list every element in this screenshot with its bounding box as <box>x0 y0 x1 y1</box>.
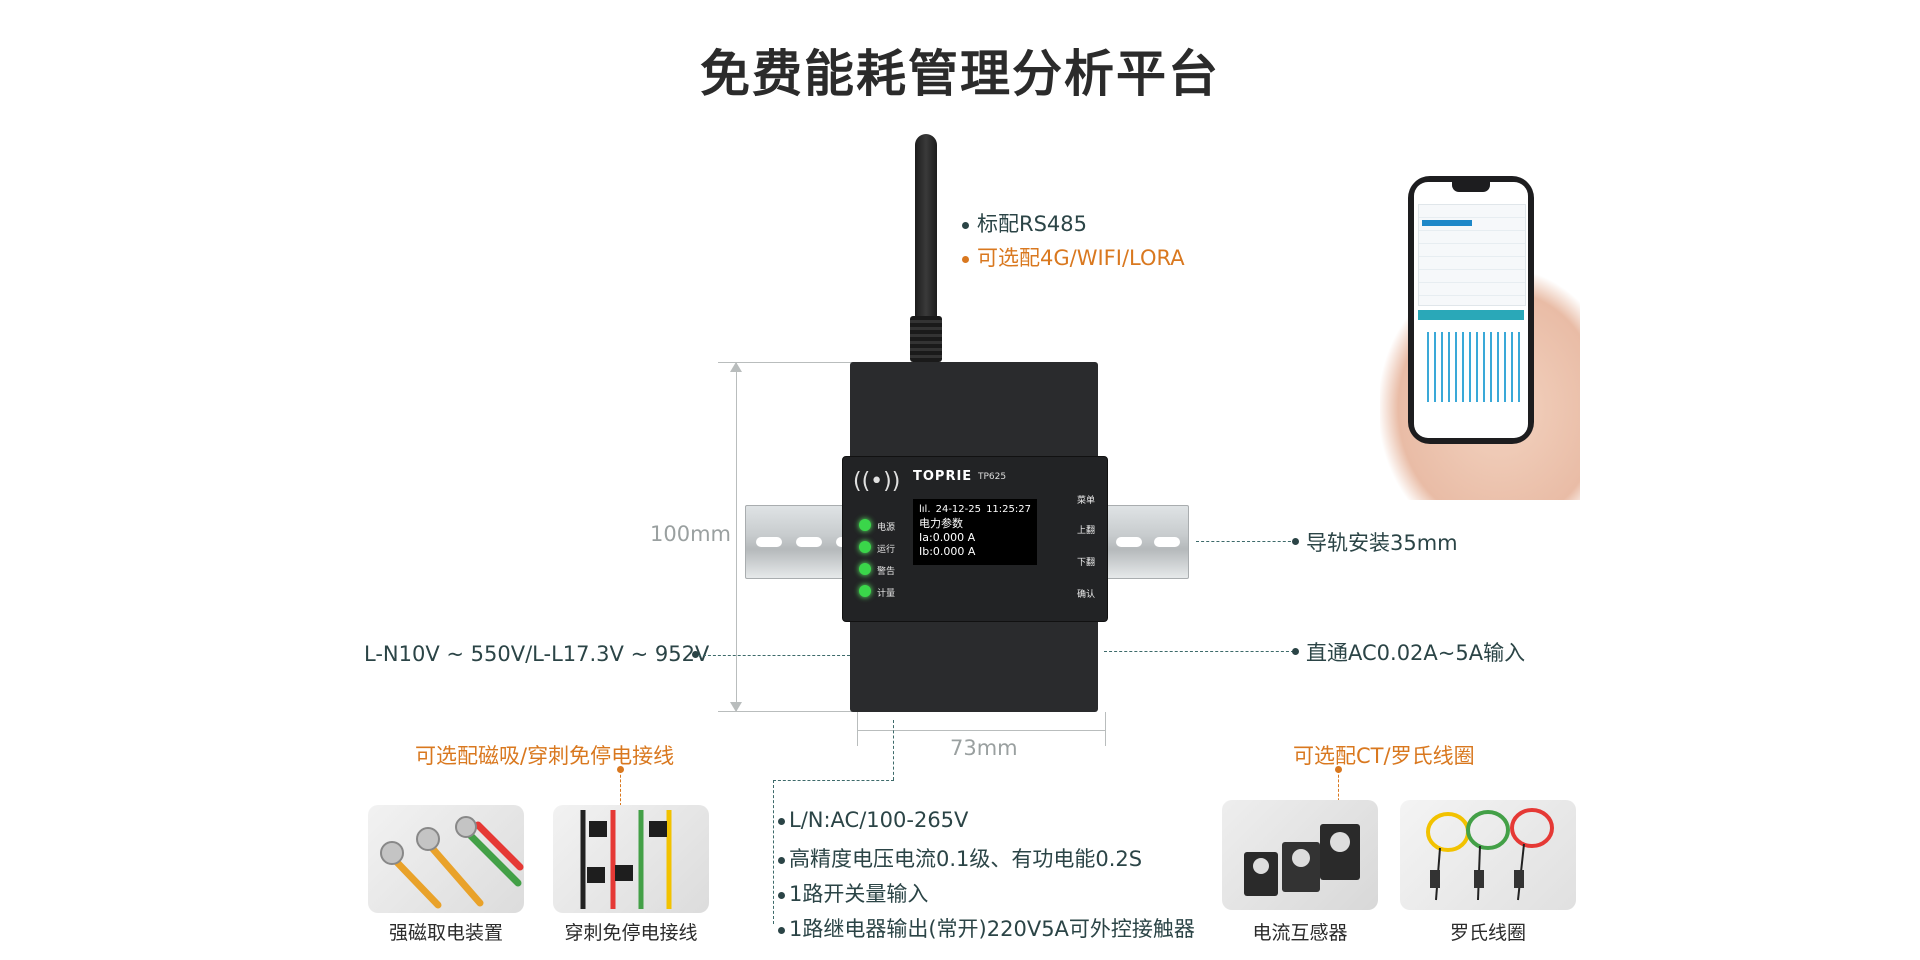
rail-label: 导轨安装35mm <box>1306 531 1458 555</box>
width-dim-right-tick <box>1105 712 1106 746</box>
bullet-dot <box>778 856 785 864</box>
right-option-caption-2: 罗氏线圈 <box>1449 922 1526 944</box>
spec-item: 1路开关量输入 <box>778 878 1195 913</box>
bullet-dot <box>962 221 969 229</box>
antenna <box>915 134 937 330</box>
right-option-leader <box>1338 770 1339 806</box>
height-dim-bottom-tick <box>718 711 858 712</box>
led-run-label: 运行 <box>877 545 896 555</box>
wireless-text: 可选配4G/WIFI/LORA <box>977 246 1185 270</box>
spec-text: 1路继电器输出(常开)220V5A可外控接触器 <box>789 917 1195 941</box>
height-dim-top-tick <box>718 362 858 363</box>
led-power <box>859 519 871 531</box>
leader-dot <box>692 651 699 658</box>
left-option-leader <box>620 770 621 806</box>
voltage-leader-line <box>698 655 850 656</box>
led-alarm-label: 警告 <box>877 567 896 577</box>
led-alarm <box>859 563 871 575</box>
arrow-up-icon <box>730 362 742 372</box>
antenna-base <box>910 316 942 362</box>
bullet-dot <box>778 926 785 934</box>
leader-dot <box>1292 538 1299 545</box>
model-label: TP625 <box>978 472 1007 482</box>
bullet-dot <box>778 817 785 825</box>
led-run <box>859 541 871 553</box>
current-transformer-image <box>1222 800 1378 910</box>
device-body-bottom <box>850 618 1098 712</box>
spec-item: 1路继电器输出(常开)220V5A可外控接触器 <box>778 913 1195 948</box>
rail-slot <box>756 537 782 547</box>
button-menu[interactable]: 菜单 <box>1077 496 1096 506</box>
left-option-title: 可选配磁吸/穿刺免停电接线 <box>415 744 675 768</box>
display-time: 11:25:27 <box>986 504 1031 515</box>
brand-logo: TOPRIE <box>913 469 973 484</box>
rogowski-coil-image <box>1400 800 1576 910</box>
leader-dot <box>1335 766 1342 773</box>
specs-leader-line <box>893 720 894 780</box>
led-power-label: 电源 <box>877 523 896 533</box>
leader-dot <box>617 766 624 773</box>
phone-screen <box>1414 182 1528 438</box>
wireless-label: 可选配4G/WIFI/LORA <box>962 242 1185 272</box>
button-up[interactable]: 上翻 <box>1077 526 1096 536</box>
piercing-connector-image <box>553 805 709 913</box>
rogowski-illustration <box>1426 808 1554 901</box>
rs485-text: 标配RS485 <box>977 212 1088 236</box>
width-dim-left-tick <box>857 712 858 746</box>
ct-illustration <box>1244 824 1360 896</box>
magnetic-device-image <box>368 805 524 913</box>
right-option-title: 可选配CT/罗氏线圈 <box>1293 744 1475 768</box>
display-line-2: Ia:0.000 A <box>919 531 976 544</box>
current-leader-line <box>1104 651 1294 652</box>
spec-text: 高精度电压电流0.1级、有功电能0.2S <box>789 847 1143 871</box>
spec-item: 高精度电压电流0.1级、有功电能0.2S <box>778 843 1195 878</box>
smartphone <box>1408 176 1534 444</box>
spec-text: 1路开关量输入 <box>789 882 929 906</box>
page-title: 免费能耗管理分析平台 <box>700 45 1220 103</box>
rail-slot <box>1116 537 1142 547</box>
phone-notch <box>1452 182 1490 192</box>
specs-list: L/N:AC/100-265V 高精度电压电流0.1级、有功电能0.2S 1路开… <box>778 808 1195 948</box>
specs-leader-line <box>773 780 894 781</box>
signal-bars-icon: lıl. <box>919 504 931 515</box>
display-date: 24-12-25 <box>935 504 981 515</box>
device-body-top <box>850 362 1098 462</box>
rs485-label: 标配RS485 <box>962 208 1087 238</box>
piercing-connector-illustration <box>580 810 672 909</box>
right-option-caption-1: 电流互感器 <box>1252 922 1348 944</box>
magnetic-device-illustration <box>380 816 524 909</box>
leader-dot <box>1292 648 1299 655</box>
device-display: lıl. 24-12-25 11:25:27 电力参数 Ia:0.000 A I… <box>913 499 1037 565</box>
app-value-highlight <box>1422 220 1472 226</box>
left-option-caption-2: 穿刺免停电接线 <box>564 922 698 944</box>
bullet-dot <box>778 891 785 899</box>
rail-leader-line <box>1196 541 1296 542</box>
specs-bracket <box>773 780 774 924</box>
spec-text: L/N:AC/100-265V <box>789 808 969 832</box>
display-line-1: 电力参数 <box>919 517 963 530</box>
width-dimension-line <box>857 730 1106 731</box>
led-metering-label: 计量 <box>877 589 896 599</box>
arrow-down-icon <box>730 702 742 712</box>
spec-item: L/N:AC/100-265V <box>778 808 1195 843</box>
display-header: lıl. 24-12-25 11:25:27 <box>919 503 1031 517</box>
led-metering <box>859 585 871 597</box>
button-down[interactable]: 下翻 <box>1077 558 1096 568</box>
height-label: 100mm <box>650 522 731 546</box>
wireless-signal-icon: ((•)) <box>853 469 901 494</box>
current-label: 直通AC0.02A~5A输入 <box>1306 641 1526 665</box>
bullet-dot <box>962 255 969 263</box>
display-line-3: Ib:0.000 A <box>919 545 976 558</box>
rail-slot <box>796 537 822 547</box>
button-confirm[interactable]: 确认 <box>1077 590 1096 600</box>
width-label: 73mm <box>950 736 1018 760</box>
rail-slot <box>1154 537 1180 547</box>
app-tab-bar <box>1418 310 1524 320</box>
height-dimension-line <box>736 362 737 712</box>
app-bar-chart <box>1422 332 1522 402</box>
device-front-panel: ((•)) TOPRIE TP625 电源 运行 警告 计量 lıl. 24-1… <box>842 456 1108 622</box>
voltage-label: L-N10V ~ 550V/L-L17.3V ~ 952V <box>364 642 710 666</box>
left-option-caption-1: 强磁取电装置 <box>388 922 503 944</box>
